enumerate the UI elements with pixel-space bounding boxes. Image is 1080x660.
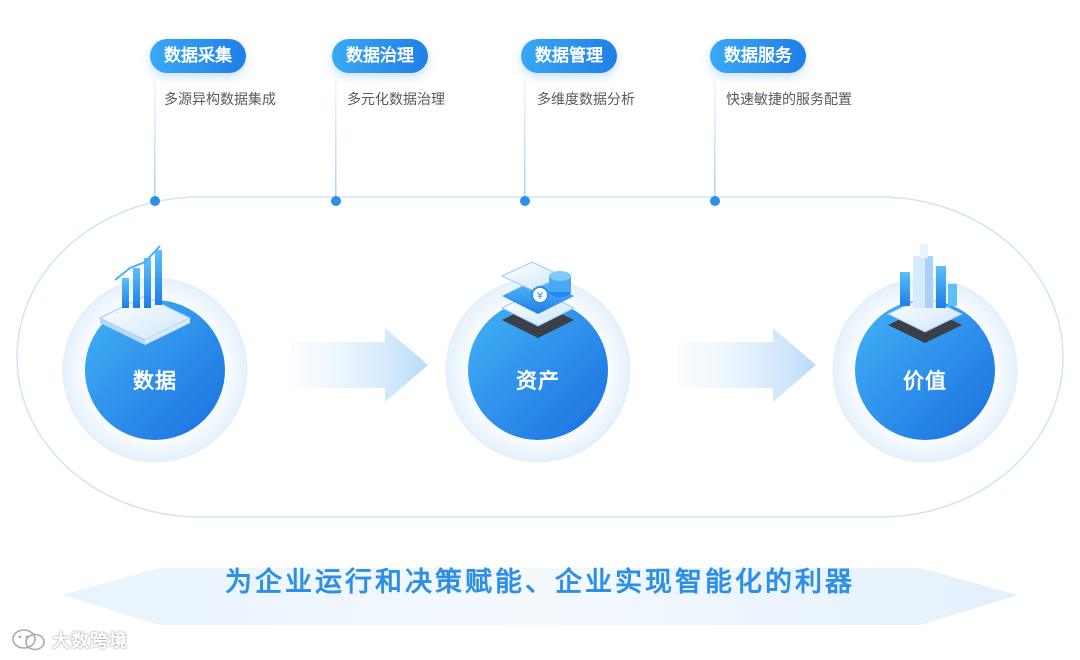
slogan-text: 为企业运行和决策赋能、企业实现智能化的利器 (225, 567, 855, 598)
stage-dot (331, 196, 341, 206)
wechat-logo-icon (12, 629, 45, 651)
stage-desc-governance: 多元化数据治理 (347, 92, 445, 108)
stage-tag-service: 数据服务 (710, 39, 806, 73)
flow-arrow (290, 328, 428, 402)
stage-desc-collection: 多源异构数据集成 (164, 92, 276, 108)
node-label-data: 数据 (133, 369, 177, 393)
svg-text:¥: ¥ (537, 291, 543, 302)
node-value (832, 277, 1018, 463)
bar-chart-screen-icon (98, 245, 192, 345)
node-asset (445, 277, 631, 463)
stage-dot (150, 196, 160, 206)
node-label-value: 价值 (903, 369, 947, 393)
slogan-banner (62, 568, 1018, 625)
stage-tag-management: 数据管理 (521, 39, 617, 73)
database-asset-icon: ¥ (500, 261, 576, 338)
stage-desc-management: 多维度数据分析 (537, 92, 635, 108)
flow-outline (16, 196, 1064, 518)
node-label-asset: 资产 (516, 369, 560, 393)
stage-tag-collection: 数据采集 (150, 39, 246, 73)
stage-dot (520, 196, 530, 206)
stage-connectors (150, 80, 720, 206)
watermark-text: 大数跨境 (52, 631, 128, 652)
stage-tag-governance: 数据治理 (332, 39, 428, 73)
city-buildings-icon (886, 244, 964, 343)
flow-arrow (678, 328, 816, 402)
stage-desc-service: 快速敏捷的服务配置 (726, 92, 852, 108)
watermark: 大数跨境 (10, 626, 128, 654)
stage-dot (710, 196, 720, 206)
